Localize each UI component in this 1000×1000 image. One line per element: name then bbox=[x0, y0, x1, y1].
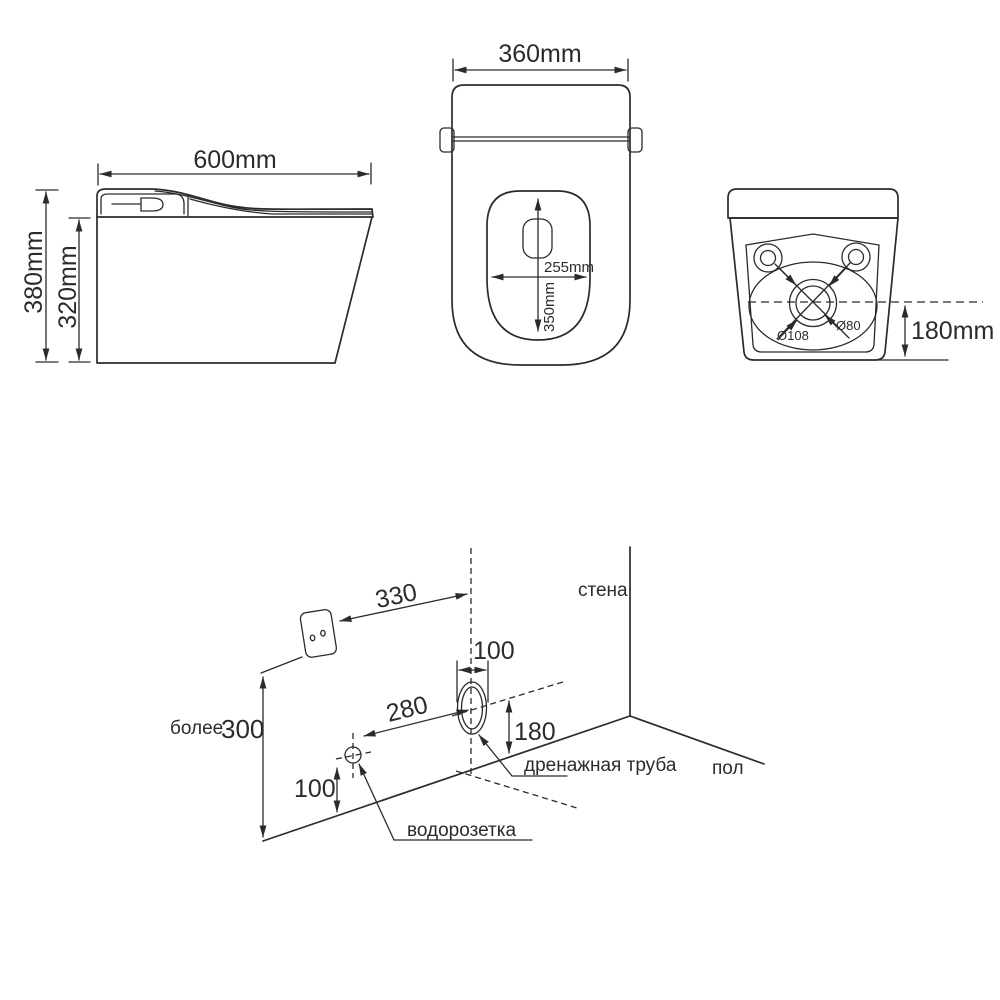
side-view-seat-line bbox=[189, 198, 373, 215]
side-view-body-height-dimension: 320mm bbox=[54, 217, 91, 363]
side-view-width-dimension: 600mm bbox=[97, 146, 372, 186]
side-view-tank-inner-line bbox=[100, 193, 185, 215]
side-view-nozzle-head bbox=[140, 197, 164, 212]
outlet-height-dimension: 100 bbox=[294, 767, 341, 813]
drain-pipe-callout: дренажная труба bbox=[478, 734, 677, 777]
drain-outlet-outer-circle bbox=[788, 278, 838, 328]
pipe-width-label: 100 bbox=[473, 637, 515, 665]
wall-control-plate bbox=[299, 608, 338, 658]
water-outlet-label: водорозетка bbox=[407, 820, 516, 841]
side-view-body-outline bbox=[96, 216, 373, 364]
floor-line-right bbox=[629, 715, 765, 765]
water-outlet bbox=[335, 733, 372, 778]
diameter-arrowhead bbox=[828, 268, 846, 287]
left-mount-hole-outer bbox=[753, 243, 783, 273]
side-view-lid-middle-line bbox=[154, 190, 373, 213]
rear-view-body bbox=[729, 217, 899, 361]
installation-diagram: стена пол 330 более 300 100 bbox=[170, 546, 765, 842]
top-view-bowl-outline bbox=[486, 190, 591, 341]
outlet-to-pipe-dimension: 280 bbox=[363, 691, 469, 737]
bowl-width-label: 255mm bbox=[544, 259, 594, 276]
right-mount-hole-inner bbox=[847, 248, 865, 266]
rear-view-inner-border bbox=[745, 233, 880, 353]
top-view-right-hinge-tab bbox=[627, 127, 643, 153]
top-view: 255mm 350mm 360mm bbox=[439, 40, 643, 366]
leader-line bbox=[478, 734, 568, 777]
side-view-total-height-dimension: 380mm bbox=[20, 189, 59, 363]
diameter-arrowhead bbox=[778, 267, 797, 286]
leader-line bbox=[358, 763, 533, 841]
rear-view: Ø108 Ø80 180mm bbox=[727, 188, 994, 361]
top-view-width-dimension: 360mm bbox=[452, 40, 629, 82]
top-width-label: 360mm bbox=[498, 40, 581, 68]
min-clearance-dimension: более 300 bbox=[170, 656, 303, 838]
top-view-outline bbox=[451, 84, 631, 366]
drain-pipe-outer bbox=[456, 681, 488, 735]
dimension-arrow bbox=[339, 593, 468, 622]
pipe-width-dimension: 100 bbox=[456, 637, 515, 703]
control-plate-dot bbox=[309, 634, 316, 642]
min-clearance-value: 300 bbox=[221, 714, 264, 744]
top-view-left-hinge-tab bbox=[439, 127, 455, 153]
hidden-projection-dashed bbox=[455, 770, 578, 809]
side-body-height-label: 320mm bbox=[54, 245, 82, 328]
diameter-arrowhead bbox=[781, 319, 798, 336]
pipe-height-dimension: 180 bbox=[505, 700, 556, 754]
water-outlet-callout: водорозетка bbox=[358, 763, 533, 841]
diameter-arrowhead bbox=[824, 314, 839, 329]
control-plate-outline bbox=[299, 608, 338, 658]
outlet-height-label: 100 bbox=[294, 775, 336, 803]
control-plate-dot bbox=[320, 629, 326, 637]
floor-line-left bbox=[262, 715, 631, 842]
wall-label: стена bbox=[578, 580, 628, 601]
outlet-crosshair-horizontal bbox=[335, 751, 372, 760]
plate-to-axis-dimension: 330 bbox=[339, 578, 468, 622]
drain-pipe-label: дренажная труба bbox=[524, 755, 677, 776]
drain-outlet-inner-circle bbox=[795, 285, 831, 321]
min-clearance-prefix: более bbox=[170, 718, 223, 739]
left-mount-hole-inner bbox=[759, 249, 777, 267]
drain-outer-diameter-label: Ø108 bbox=[777, 328, 809, 343]
pipe-height-label: 180 bbox=[514, 718, 556, 746]
floor-label: пол bbox=[712, 758, 744, 779]
side-total-height-label: 380mm bbox=[20, 230, 48, 313]
outlet-to-pipe-label: 280 bbox=[383, 691, 430, 728]
rear-view-lid bbox=[727, 188, 899, 219]
drain-pipe-inner bbox=[460, 686, 484, 730]
right-mount-hole-outer bbox=[841, 242, 871, 272]
drain-height-label: 180mm bbox=[911, 317, 994, 345]
drain-inner-diameter-label: Ø80 bbox=[836, 318, 861, 333]
side-width-label: 600mm bbox=[193, 146, 276, 174]
side-view-lid-outer-line bbox=[96, 188, 374, 218]
side-view: 600mm 380mm 320mm bbox=[20, 146, 374, 364]
dimension-arrow bbox=[363, 709, 469, 737]
plate-to-axis-label: 330 bbox=[373, 578, 420, 614]
extension-line bbox=[260, 656, 303, 674]
rear-view-base-oval bbox=[748, 261, 878, 351]
bowl-depth-label: 350mm bbox=[541, 282, 558, 332]
